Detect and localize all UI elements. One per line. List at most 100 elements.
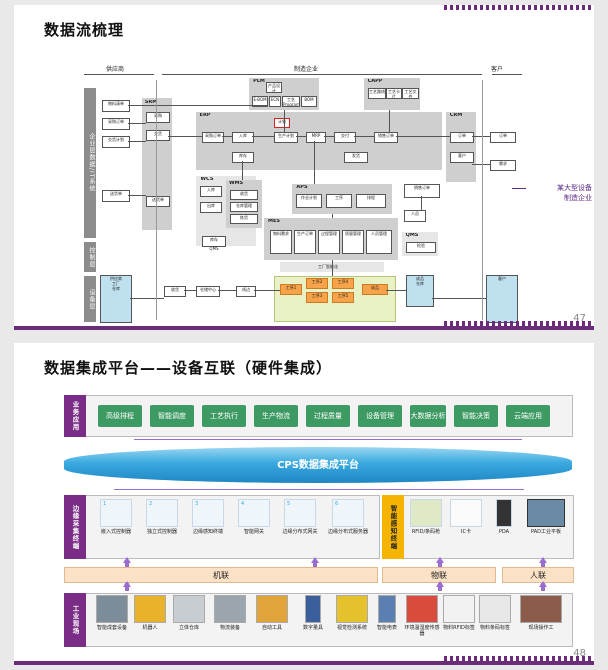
erp-mrp: MRP [306, 132, 326, 143]
field-smart-equipment: 智能成套设备 [90, 595, 134, 631]
edge-item-standalone-controller: 2 独立式控制器 [146, 499, 178, 535]
human-link: 人联 [502, 567, 574, 583]
band-enterprise: 企业层数据/IT系统 [84, 88, 96, 238]
crm-label: CRM [449, 113, 463, 118]
workshop-box-6: 成品 [362, 284, 388, 295]
qms-label: QMS [405, 233, 419, 238]
device-box-2: 仓储中心 [196, 286, 220, 297]
slide1-title: 数据流梳理 [44, 21, 125, 39]
plm-label: PLM [253, 79, 265, 84]
app-smart-dispatch: 智能调度 [150, 405, 194, 427]
aps-box-2: 工序 [326, 194, 352, 208]
mes-item-3: 过程管理 [318, 230, 340, 254]
footer-bar-2 [14, 661, 594, 665]
sense-items: RFID/条码枪 IC卡 PDA PAD工业平板 [406, 499, 572, 557]
device-box-3: 线边 [236, 286, 256, 297]
aps-box-3: 排程 [356, 194, 386, 208]
footer-bar [14, 326, 594, 330]
plm-item-2: E-BOM [252, 96, 268, 107]
cps-platform [64, 447, 572, 483]
mes-item-5: 人员管理 [366, 230, 392, 254]
cps-platform-label: CPS数据集成平台 [277, 460, 359, 471]
customer-box-2: 需求 [490, 160, 516, 171]
field-items: 智能成套设备 机器人 立体仓库 物流装备 自动工具 数字量具 视觉检测系统 智能… [90, 595, 572, 645]
erp-box-b: 交付 [334, 132, 356, 143]
plm-item-3: ECN [269, 96, 281, 107]
mes-item-1: 物料需求 [270, 230, 292, 254]
device-box-4: 成品仓库 [406, 275, 434, 307]
column-manufacturer: 制造企业 [294, 66, 319, 73]
erp-highlight: 计划 [274, 118, 290, 128]
footer-stripes [444, 321, 594, 326]
customer-box-1: 订单 [490, 132, 516, 143]
field-vision-system: 视觉检测系统 [334, 595, 370, 631]
field-operator: 现场操作工 [514, 595, 568, 631]
field-logistics-equipment: 物流装备 [210, 595, 250, 631]
workshop-box-4: 工序4 [332, 278, 354, 289]
field-barcode-tag: 物料条码标签 [478, 595, 512, 631]
slide2-page-number: 48 [573, 648, 586, 659]
edge-label: 边缘采集终端 [64, 495, 86, 559]
srm-label: SRM [144, 100, 158, 105]
app-process-execution: 工艺执行 [202, 405, 246, 427]
mes-item-2: 生产订单 [294, 230, 316, 254]
annotation: 某大型设备 制造企业 [522, 183, 592, 203]
side-box-1: 销售订单 [404, 184, 440, 198]
customer-site: 客户 [486, 275, 518, 323]
srm-box-3: 送货单 [146, 196, 170, 207]
edge-items: 1 嵌入式控制器 2 独立式控制器 3 边缘感知终端 4 智能网关 5 边缘分布… [90, 499, 376, 557]
machine-link: 机联 [64, 567, 378, 583]
erp-plan: 生产计划 [274, 132, 298, 143]
qms-left: QMS [209, 246, 219, 251]
workshop-box-5: 工序5 [332, 292, 354, 303]
column-customer: 客户 [491, 66, 504, 73]
erp-sales: 销售订单 [374, 132, 398, 143]
mes-label: MES [268, 219, 280, 224]
erp-box-c: 库存 [232, 152, 254, 163]
sense-rfid-scanner: RFID/条码枪 [406, 499, 446, 535]
edge-item-distributed-gateway: 5 边缘分布式网关 [282, 499, 318, 535]
edge-item-smart-gateway: 4 智能网关 [232, 499, 276, 535]
srm-box-2: 交货 [146, 130, 170, 141]
sense-ic-card: IC卡 [448, 499, 484, 535]
app-cloud: 云端应用 [506, 405, 550, 427]
slide-data-flow: 数据流梳理 供应商 制造企业 客户 企业层数据/IT系统 控制层 设备层 物料清… [14, 5, 594, 330]
capp-label: CAPP [367, 79, 383, 84]
wcs-box-3: 库存 [202, 236, 226, 247]
edge-item-embedded-controller: 1 嵌入式控制器 [100, 499, 132, 535]
crm-box-1: 订单 [450, 132, 474, 143]
field-env-sensor: 环境温湿度传感器 [404, 595, 440, 637]
capp-item-2: 工艺卡片 [386, 88, 402, 99]
wms-box-1: 收货 [230, 190, 258, 200]
plm-item-1: 产品设计 [266, 82, 282, 93]
qms-box: 检验 [406, 242, 436, 253]
top-stripes [444, 5, 594, 10]
band-device: 设备层 [84, 276, 96, 322]
wms-label: WMS [228, 181, 244, 186]
wcs-box-1: 入库 [200, 186, 222, 197]
footer-stripes-2 [444, 656, 594, 661]
business-label: 业务应用 [64, 395, 86, 437]
wcs-box-2: 出库 [200, 202, 222, 213]
plm-item-5: BOM [301, 96, 317, 107]
side-box-2: 人员 [404, 210, 426, 222]
field-label: 工业现场 [64, 593, 86, 647]
supplier-box-4: 送货单 [102, 190, 130, 202]
band-control: 控制层 [84, 242, 96, 272]
crm-zone [446, 112, 476, 182]
column-supplier: 供应商 [106, 66, 125, 73]
wms-box-3: 拣货 [230, 214, 258, 224]
erp-purchase: 采购订单 [202, 132, 224, 143]
field-auto-tools: 自动工具 [252, 595, 292, 631]
control-label: 工厂智能化 [318, 264, 338, 269]
sense-industrial-pad: PAD工业平板 [524, 499, 568, 535]
erp-box-d: 发货 [344, 152, 368, 163]
wcs-label: WCS [200, 177, 214, 182]
plm-item-4: 工艺Program [282, 96, 300, 107]
annotation-line2: 制造企业 [564, 194, 592, 202]
field-smart-meter: 智能电表 [372, 595, 402, 631]
business-apps: 高级排程 智能调度 工艺执行 生产物流 过程质量 设备管理 大数据分析 智能决策… [92, 395, 570, 437]
crm-box-2: 客户 [450, 152, 474, 163]
field-robot: 机器人 [132, 595, 168, 631]
sense-label: 智能感知终端 [382, 495, 404, 559]
